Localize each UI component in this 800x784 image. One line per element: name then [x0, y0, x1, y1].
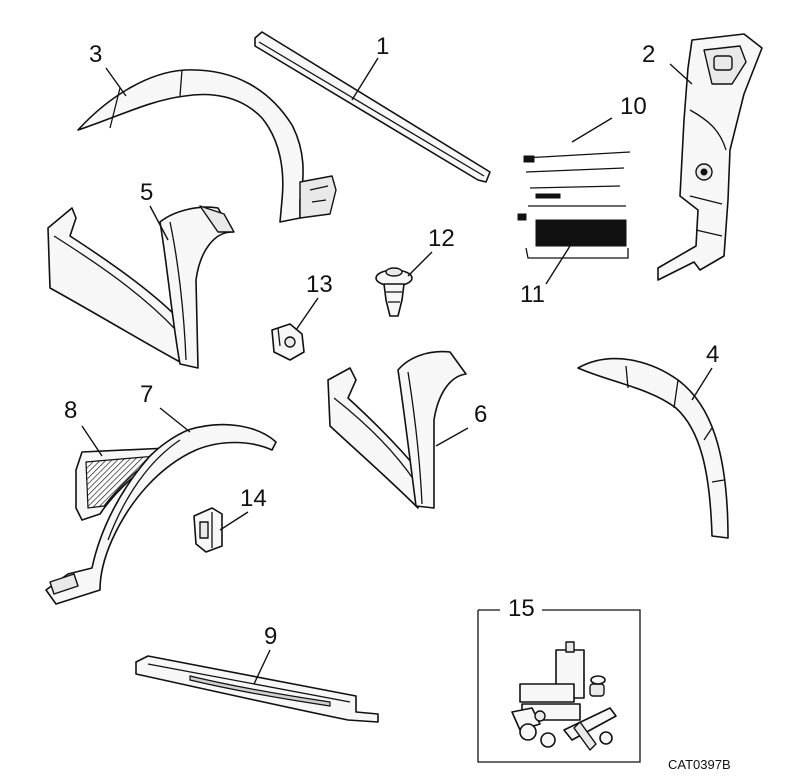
catalog-number: CAT0397B: [668, 757, 731, 772]
part-15-kit-box: [477, 609, 641, 763]
leader-7: [159, 407, 191, 433]
callout-3: 3: [89, 41, 102, 68]
part-5-bumper-extension: [47, 205, 235, 369]
callout-8: 8: [64, 397, 77, 424]
callout-15: 15: [508, 595, 535, 622]
leader-5: [149, 205, 169, 241]
leader-13: [295, 297, 319, 331]
leader-4: [691, 367, 713, 401]
part-15-kit-contents: [511, 641, 617, 751]
leader-8: [81, 425, 103, 457]
leader-9: [253, 649, 271, 685]
callout-7: 7: [140, 381, 153, 408]
part-2-pillar-trim: [657, 33, 763, 281]
part-1-trim-strip: [254, 31, 491, 183]
leader-1: [351, 57, 379, 101]
part-6-bumper-extension: [327, 350, 467, 509]
part-13-clip: [271, 323, 305, 361]
callout-4: 4: [706, 341, 719, 368]
callout-14: 14: [240, 485, 267, 512]
leader-12: [407, 251, 433, 277]
leader-11: [545, 245, 571, 285]
callout-10: 10: [620, 93, 647, 120]
callout-1: 1: [376, 33, 389, 60]
leader-6: [435, 427, 469, 447]
callout-2: 2: [642, 41, 655, 68]
part-12-push-fastener: [375, 267, 413, 317]
part-4-front-arch-extension: [577, 357, 729, 539]
leader-3: [105, 67, 127, 97]
callout-6: 6: [474, 401, 487, 428]
part-10-11-decal-set: [517, 151, 631, 259]
leader-2: [669, 63, 693, 85]
callout-11: 11: [520, 281, 545, 308]
callout-12: 12: [428, 225, 455, 252]
part-14-bracket: [193, 507, 223, 553]
callout-5: 5: [140, 179, 153, 206]
callout-13: 13: [306, 271, 333, 298]
leader-10: [571, 117, 613, 143]
callout-9: 9: [264, 623, 277, 650]
part-7-rear-arch-extension: [45, 423, 277, 605]
leader-14: [219, 511, 249, 531]
part-3-wheel-arch-liner: [77, 69, 337, 223]
part-9-sill-moulding: [135, 655, 379, 723]
